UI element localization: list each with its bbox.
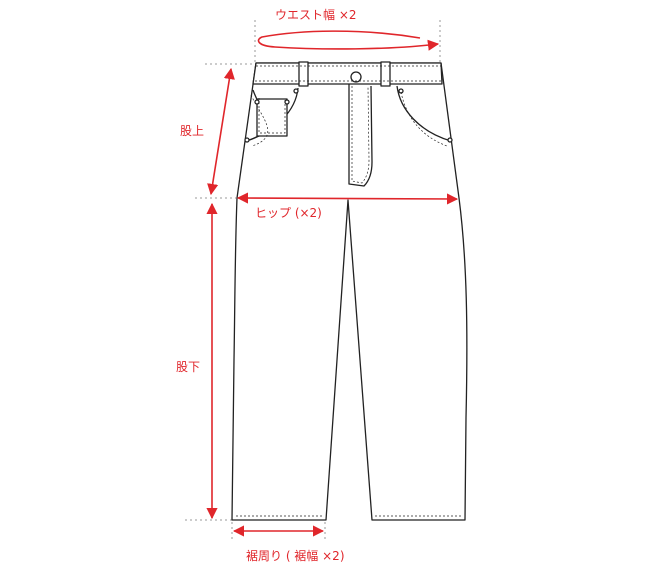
front-pocket-right <box>396 85 452 142</box>
hip-label: ヒップ (×2) <box>255 206 322 220</box>
pants-body <box>231 62 468 521</box>
waist-arrow <box>257 30 440 51</box>
belt-loop <box>380 61 391 87</box>
belt-loop <box>298 61 309 87</box>
hem-label: 裾周り ( 裾幅 ×2) <box>246 549 345 563</box>
rise-arrow <box>207 67 235 196</box>
measurement-arrows <box>206 30 459 537</box>
fly-seam <box>348 84 373 187</box>
guide-lines <box>185 20 441 542</box>
rise-label: 股上 <box>180 124 205 138</box>
coin-pocket <box>256 98 288 137</box>
inseam-label: 股下 <box>176 360 201 374</box>
waist-width-label: ウエスト幅 ×2 <box>275 8 357 22</box>
stitching <box>236 65 462 517</box>
pants-outline <box>231 61 468 521</box>
hip-arrow <box>236 192 459 205</box>
button-icon <box>350 71 362 83</box>
